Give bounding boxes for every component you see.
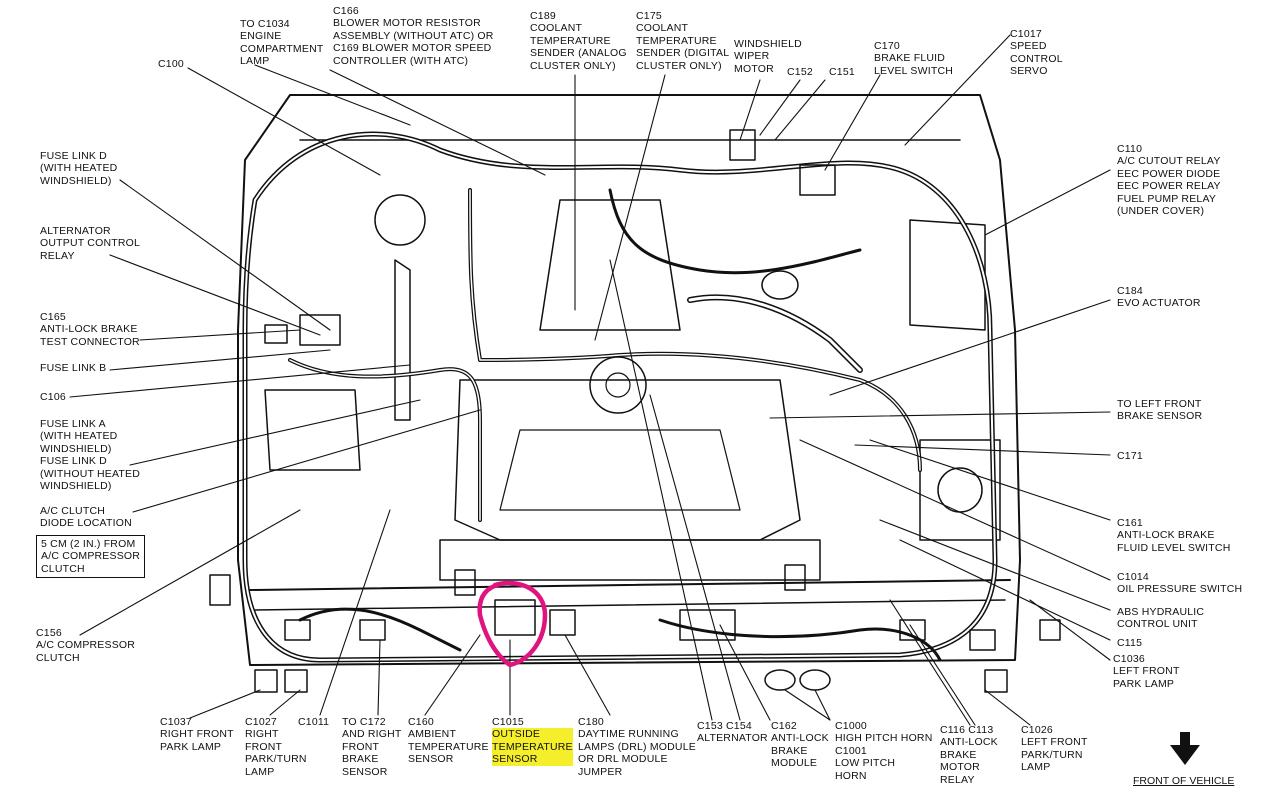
label-c100: C100: [158, 58, 184, 70]
label-c115: C115: [1117, 637, 1143, 649]
front-of-vehicle-label: FRONT OF VEHICLE: [1133, 775, 1235, 787]
label-c106: C106: [40, 391, 66, 403]
label-c1015: C1015 OUTSIDE TEMPERATURE SENSOR: [492, 716, 573, 766]
label-c171: C171: [1117, 450, 1143, 462]
label-fuse-link-b: FUSE LINK B: [40, 362, 107, 374]
label-c152: C152: [787, 66, 813, 78]
highlight-circle: [477, 580, 548, 668]
label-c151: C151: [829, 66, 855, 78]
front-arrow-icon: [1170, 745, 1200, 765]
label-c1011: C1011: [298, 716, 330, 728]
